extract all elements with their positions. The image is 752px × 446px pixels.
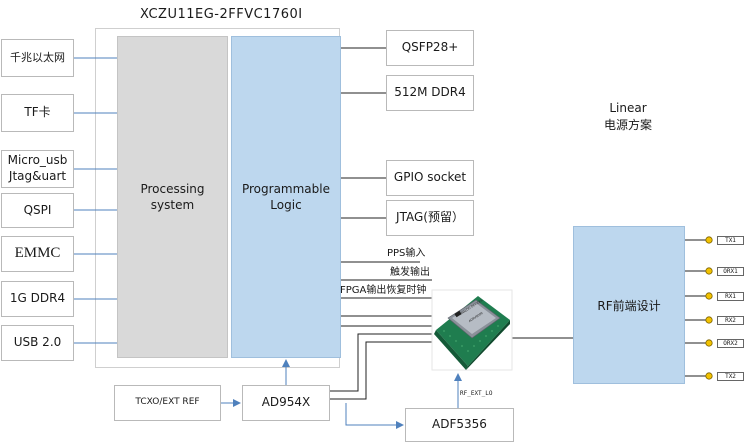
ddr4-1g-label: 1G DDR4 [9,291,66,306]
ddr4-1g-box: 1G DDR4 [1,281,74,317]
tx1-port-label: TX1 [725,237,736,244]
ethernet-label: 千兆以太网 [10,50,65,64]
rx2-port-dot [705,316,713,324]
usb2-label: USB 2.0 [13,335,62,350]
rf-ext-lo-label: RF_EXT_LO [460,390,493,397]
qsfp-label: QSFP28+ [401,40,459,55]
ethernet-box: 千兆以太网 [1,39,74,77]
tf-card-box: TF卡 [1,94,74,132]
pl-label: Programmable Logic [241,181,330,212]
adf5356-label: ADF5356 [432,417,487,432]
rx1-port-label: RX1 [725,293,736,300]
ad954x-chip-link-2 [330,341,432,400]
adrv9009-chip-image [431,289,513,371]
orx2-port-label: ORX2 [723,340,738,347]
orx1-port-dot [705,267,713,275]
rx1-port: RX1 [717,292,744,301]
orx2-port-dot [705,339,713,347]
jtag-box: JTAG(预留） [386,200,474,236]
tx1-port: TX1 [717,236,744,245]
ddr4-512m-box: 512M DDR4 [386,75,474,111]
processing-system-block: Processing system [117,36,228,358]
ad954x-box: AD954X [242,385,330,421]
emmc-label: EMMC [14,245,61,262]
orx1-port: ORX1 [717,267,744,276]
pps-input-label: PPS输入 [387,248,426,259]
qsfp-box: QSFP28+ [386,30,474,66]
tf-card-label: TF卡 [24,105,51,120]
tx2-port-dot [705,372,713,380]
rx2-port-label: RX2 [725,317,736,324]
trigger-output-label: 触发输出 [390,267,430,278]
gpio-socket-label: GPIO socket [393,170,467,185]
gpio-socket-box: GPIO socket [386,160,474,196]
ad954x-label: AD954X [261,395,311,410]
ad954x-adf5356-arrow [345,403,404,429]
jtag-label: JTAG(预留） [396,210,464,225]
ad954x-chip-link-1 [330,333,432,392]
ps-label: Processing system [140,181,205,212]
emmc-box: EMMC [1,236,74,272]
linear-power-label: Linear 电源方案 [603,101,652,132]
recovered-clock-label: FPGA输出恢复时钟 [340,285,427,296]
micro-usb-label: Micro_usb Jtag&uart [7,153,68,183]
rx2-port: RX2 [717,316,744,325]
tcxo-box: TCXO/EXT REF [114,385,221,421]
rx1-port-dot [705,292,713,300]
qspi-label: QSPI [23,202,52,217]
tx2-port: TX2 [717,372,744,381]
ddr4-512m-label: 512M DDR4 [394,85,466,100]
usb2-box: USB 2.0 [1,325,74,361]
rf-frontend-label: RF前端设计 [597,298,661,313]
tcxo-label: TCXO/EXT REF [135,397,200,408]
adf5356-box: ADF5356 [405,408,514,442]
micro-usb-box: Micro_usb Jtag&uart [1,150,74,188]
qspi-box: QSPI [1,193,74,228]
programmable-logic-block: Programmable Logic [231,36,341,358]
orx2-port: ORX2 [717,339,744,348]
tx2-port-label: TX2 [725,373,736,380]
orx1-port-label: ORX1 [723,268,738,275]
rf-frontend-block: RF前端设计 [573,226,685,384]
tx1-port-dot [705,236,713,244]
fpga-title: XCZU11EG-2FFVC1760I [140,7,303,22]
